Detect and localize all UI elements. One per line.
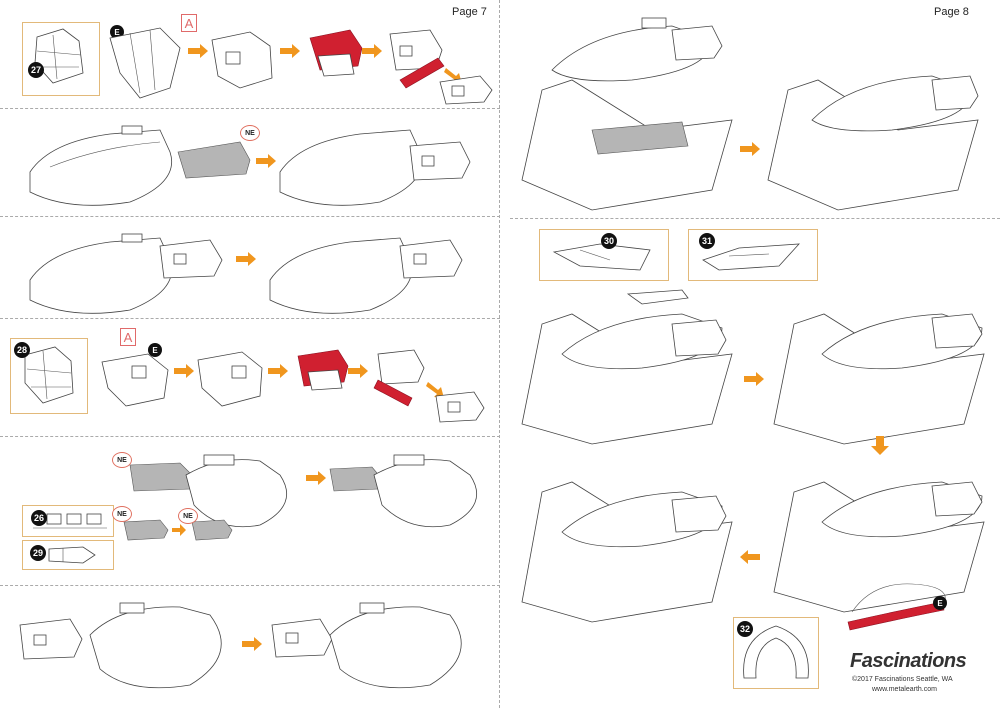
part-28-illustration	[24, 346, 74, 404]
tag-ne: NE	[240, 125, 260, 141]
row-6-assembly	[19, 602, 462, 689]
part-30-illustration	[552, 243, 651, 271]
step-27-box	[22, 22, 100, 96]
step-32-box	[733, 617, 819, 689]
tag-e: E	[933, 596, 947, 610]
fin-assembly-sequence	[521, 289, 985, 445]
page-divider	[499, 0, 500, 708]
page-8: Page 8	[500, 0, 1000, 708]
row-divider	[0, 216, 500, 217]
step-28-sequence	[101, 349, 485, 423]
tag-a: A	[120, 328, 136, 346]
step-30-box	[539, 229, 669, 281]
tag-e: E	[148, 343, 162, 357]
row-3-assembly	[29, 233, 463, 314]
step-32-badge: 32	[737, 621, 753, 637]
row-divider	[510, 218, 1000, 219]
parts-26-29-combined	[123, 519, 233, 541]
row-divider	[0, 585, 500, 586]
row-divider	[0, 436, 500, 437]
step-30-badge: 30	[601, 233, 617, 249]
step-31-badge: 31	[699, 233, 715, 249]
page-7: Page 7	[452, 6, 487, 18]
website-link[interactable]: www.metalearth.com	[872, 686, 937, 693]
step-27-badge: 27	[28, 62, 44, 78]
page-number: Page 8	[934, 6, 969, 18]
tag-a: A	[181, 14, 197, 32]
tag-ne: NE	[112, 506, 132, 522]
part-31-illustration	[702, 243, 800, 271]
part-32-illustration	[743, 625, 809, 679]
tag-ne: NE	[112, 452, 132, 468]
row-2-assembly	[29, 125, 471, 206]
copyright-text: ©2017 Fascinations Seattle, WA	[852, 676, 953, 683]
part-26-illustration	[33, 513, 107, 529]
row-5-assembly	[129, 454, 478, 528]
step-26-badge: 26	[31, 510, 47, 526]
part-29-illustration	[48, 546, 96, 564]
down-arrow	[871, 436, 889, 455]
step-29-badge: 29	[30, 545, 46, 561]
tag-ne: NE	[178, 508, 198, 524]
step-27-sequence	[109, 27, 493, 105]
stand-assembly-sequence	[521, 481, 985, 631]
brand-logo: Fascinations	[850, 650, 967, 672]
row-divider	[0, 318, 500, 319]
base-assembly-sequence	[521, 17, 979, 211]
page-number: Page 7	[452, 6, 487, 18]
row-divider	[0, 108, 500, 109]
step-28-badge: 28	[14, 342, 30, 358]
part-27-illustration	[34, 28, 84, 84]
